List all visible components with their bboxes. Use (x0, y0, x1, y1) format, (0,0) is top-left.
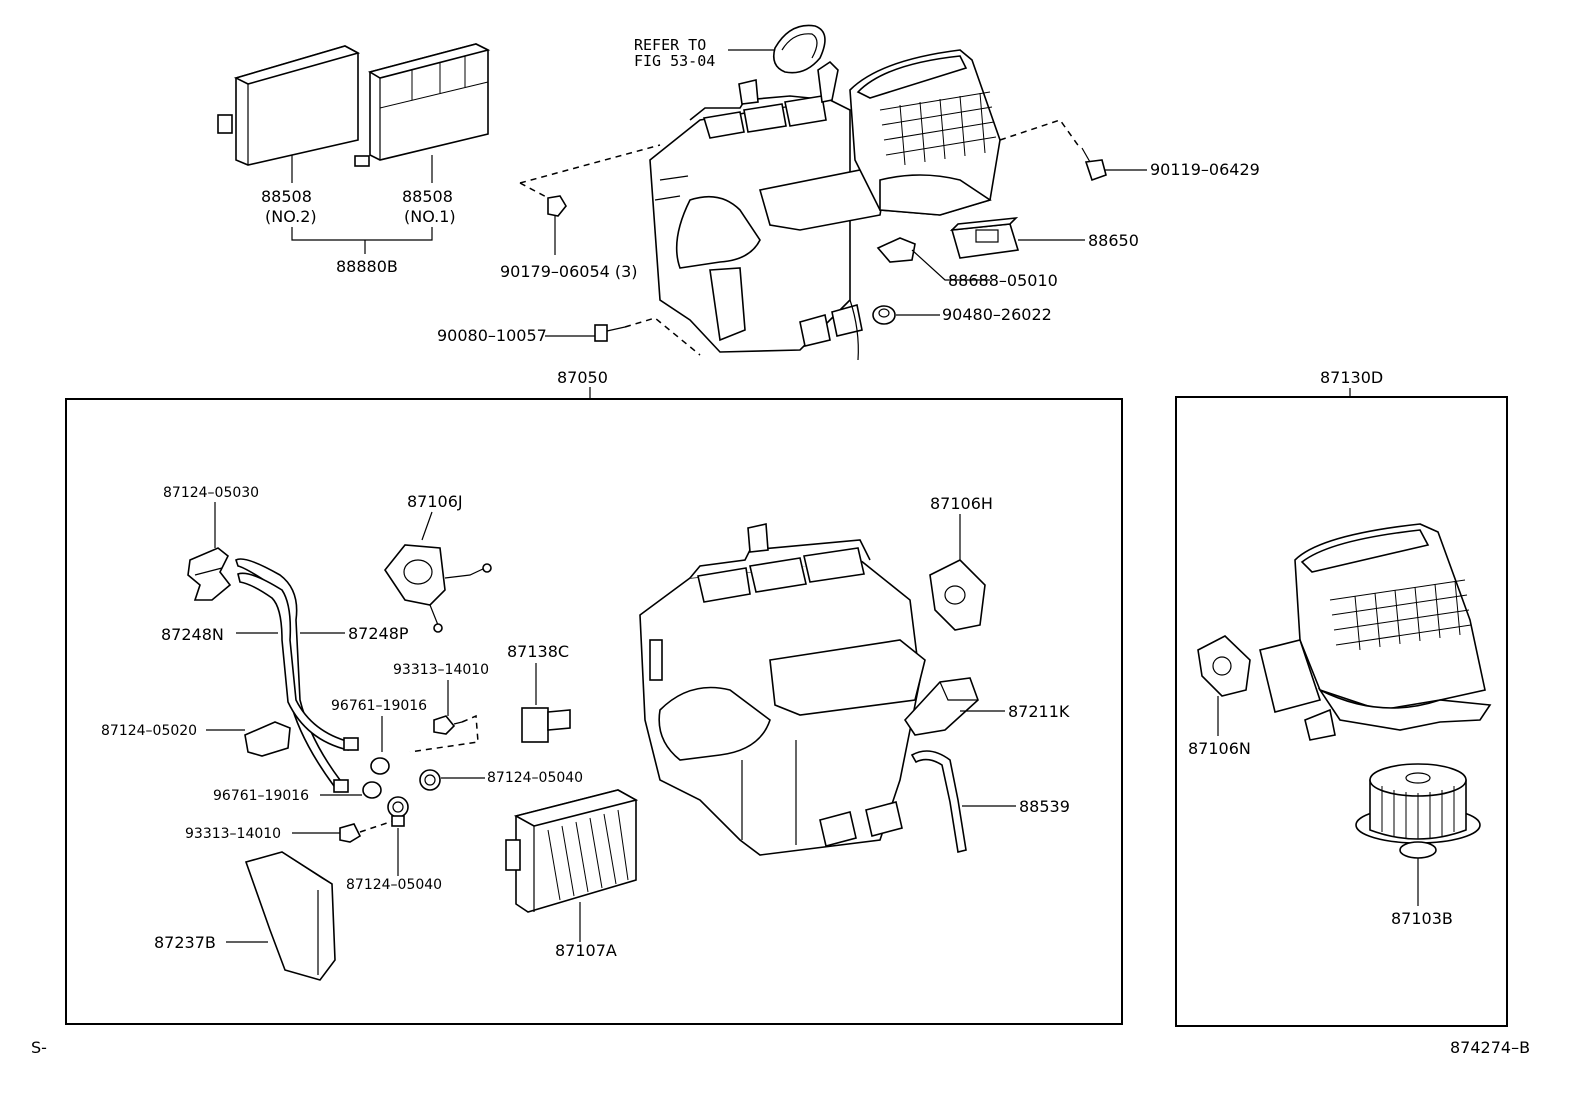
label-87124-05040-a: 87124–05040 (487, 770, 583, 786)
label-90480: 90480–26022 (942, 305, 1052, 324)
blower-case-drawing (849, 49, 1001, 216)
label-87106h: 87106H (930, 494, 993, 513)
screw-90080-drawing (594, 324, 626, 342)
label-88688: 88688–05010 (948, 271, 1058, 290)
label-90119: 90119–06429 (1150, 160, 1260, 179)
duct-87211k-drawing (903, 677, 979, 736)
clamp-87124-05030-drawing (187, 547, 232, 601)
nut-90179-drawing (547, 195, 567, 217)
air-filter-no2-drawing (217, 45, 361, 166)
label-93313-b: 93313–14010 (185, 826, 281, 842)
amplifier-88650-drawing (949, 216, 1020, 259)
grommet-90480-drawing (872, 305, 896, 325)
label-88650: 88650 (1088, 231, 1139, 250)
label-88508-no1-sub: (NO.1) (404, 207, 456, 226)
screw-93313-b-drawing (339, 823, 362, 843)
blower-assembly-drawing (1259, 523, 1492, 741)
sensor-87138c-drawing (521, 707, 571, 743)
label-87124-05040-b: 87124–05040 (346, 877, 442, 893)
label-87050: 87050 (557, 368, 608, 387)
label-87103b: 87103B (1391, 909, 1453, 928)
label-88508-no1: 88508 (402, 187, 453, 206)
dash-left-top (519, 144, 661, 184)
assembly-box-87050 (65, 398, 1123, 1025)
refer-to-line2: FIG 53-04 (634, 52, 715, 70)
cover-87237b-drawing (244, 851, 336, 981)
heater-pipe-87248-drawing (235, 558, 359, 793)
label-87248p: 87248P (348, 624, 409, 643)
hose-88539-drawing (910, 750, 967, 853)
footer-left-code: S- (31, 1038, 47, 1057)
label-96761-a: 96761–19016 (331, 698, 427, 714)
refer-to-line1: REFER TO (634, 36, 706, 54)
label-87106n: 87106N (1188, 739, 1251, 758)
label-88508-no2: 88508 (261, 187, 312, 206)
duct-seal-drawing (772, 24, 826, 74)
blower-motor-87103b-drawing (1355, 763, 1481, 859)
servo-87106n-drawing (1197, 635, 1251, 697)
servo-87106h-drawing (929, 559, 986, 631)
label-87106j: 87106J (407, 492, 463, 511)
screw-90119-drawing (1081, 147, 1107, 182)
label-87124-05030: 87124–05030 (163, 485, 259, 501)
label-96761-b: 96761–19016 (213, 788, 309, 804)
label-90179: 90179–06054 (3) (500, 262, 638, 281)
screw-93313-a-drawing (433, 715, 463, 735)
label-87211k: 87211K (1008, 702, 1070, 721)
bracket-88880b (291, 227, 433, 241)
assembly-box-87130d (1175, 396, 1508, 1027)
label-88539: 88539 (1019, 797, 1070, 816)
label-88880b: 88880B (336, 257, 398, 276)
footer-right-code: 874274–B (1450, 1038, 1530, 1057)
label-87237b: 87237B (154, 933, 216, 952)
label-88508-no2-sub: (NO.2) (265, 207, 317, 226)
label-87138c: 87138C (507, 642, 569, 661)
label-87248n: 87248N (161, 625, 224, 644)
label-87107a: 87107A (555, 941, 617, 960)
heater-case-drawing (639, 523, 926, 856)
label-90080: 90080–10057 (437, 326, 547, 345)
heater-core-87107a-drawing (505, 789, 639, 913)
o-ring-96761-a-drawing (370, 757, 390, 775)
servo-87106j-drawing (384, 544, 492, 633)
label-93313-a: 93313–14010 (393, 662, 489, 678)
air-filter-no1-drawing (354, 43, 491, 167)
o-ring-96761-b-drawing (362, 781, 382, 799)
heater-unit-assembly-drawing (649, 60, 886, 361)
label-87124-05020: 87124–05020 (101, 723, 197, 739)
clamp-87124-05040-b-drawing (387, 796, 409, 827)
label-87130d: 87130D (1320, 368, 1383, 387)
clamp-87124-05040-a-drawing (419, 769, 441, 791)
clamp-87124-05020-drawing (244, 721, 291, 757)
bracket-88688-drawing (876, 237, 916, 263)
